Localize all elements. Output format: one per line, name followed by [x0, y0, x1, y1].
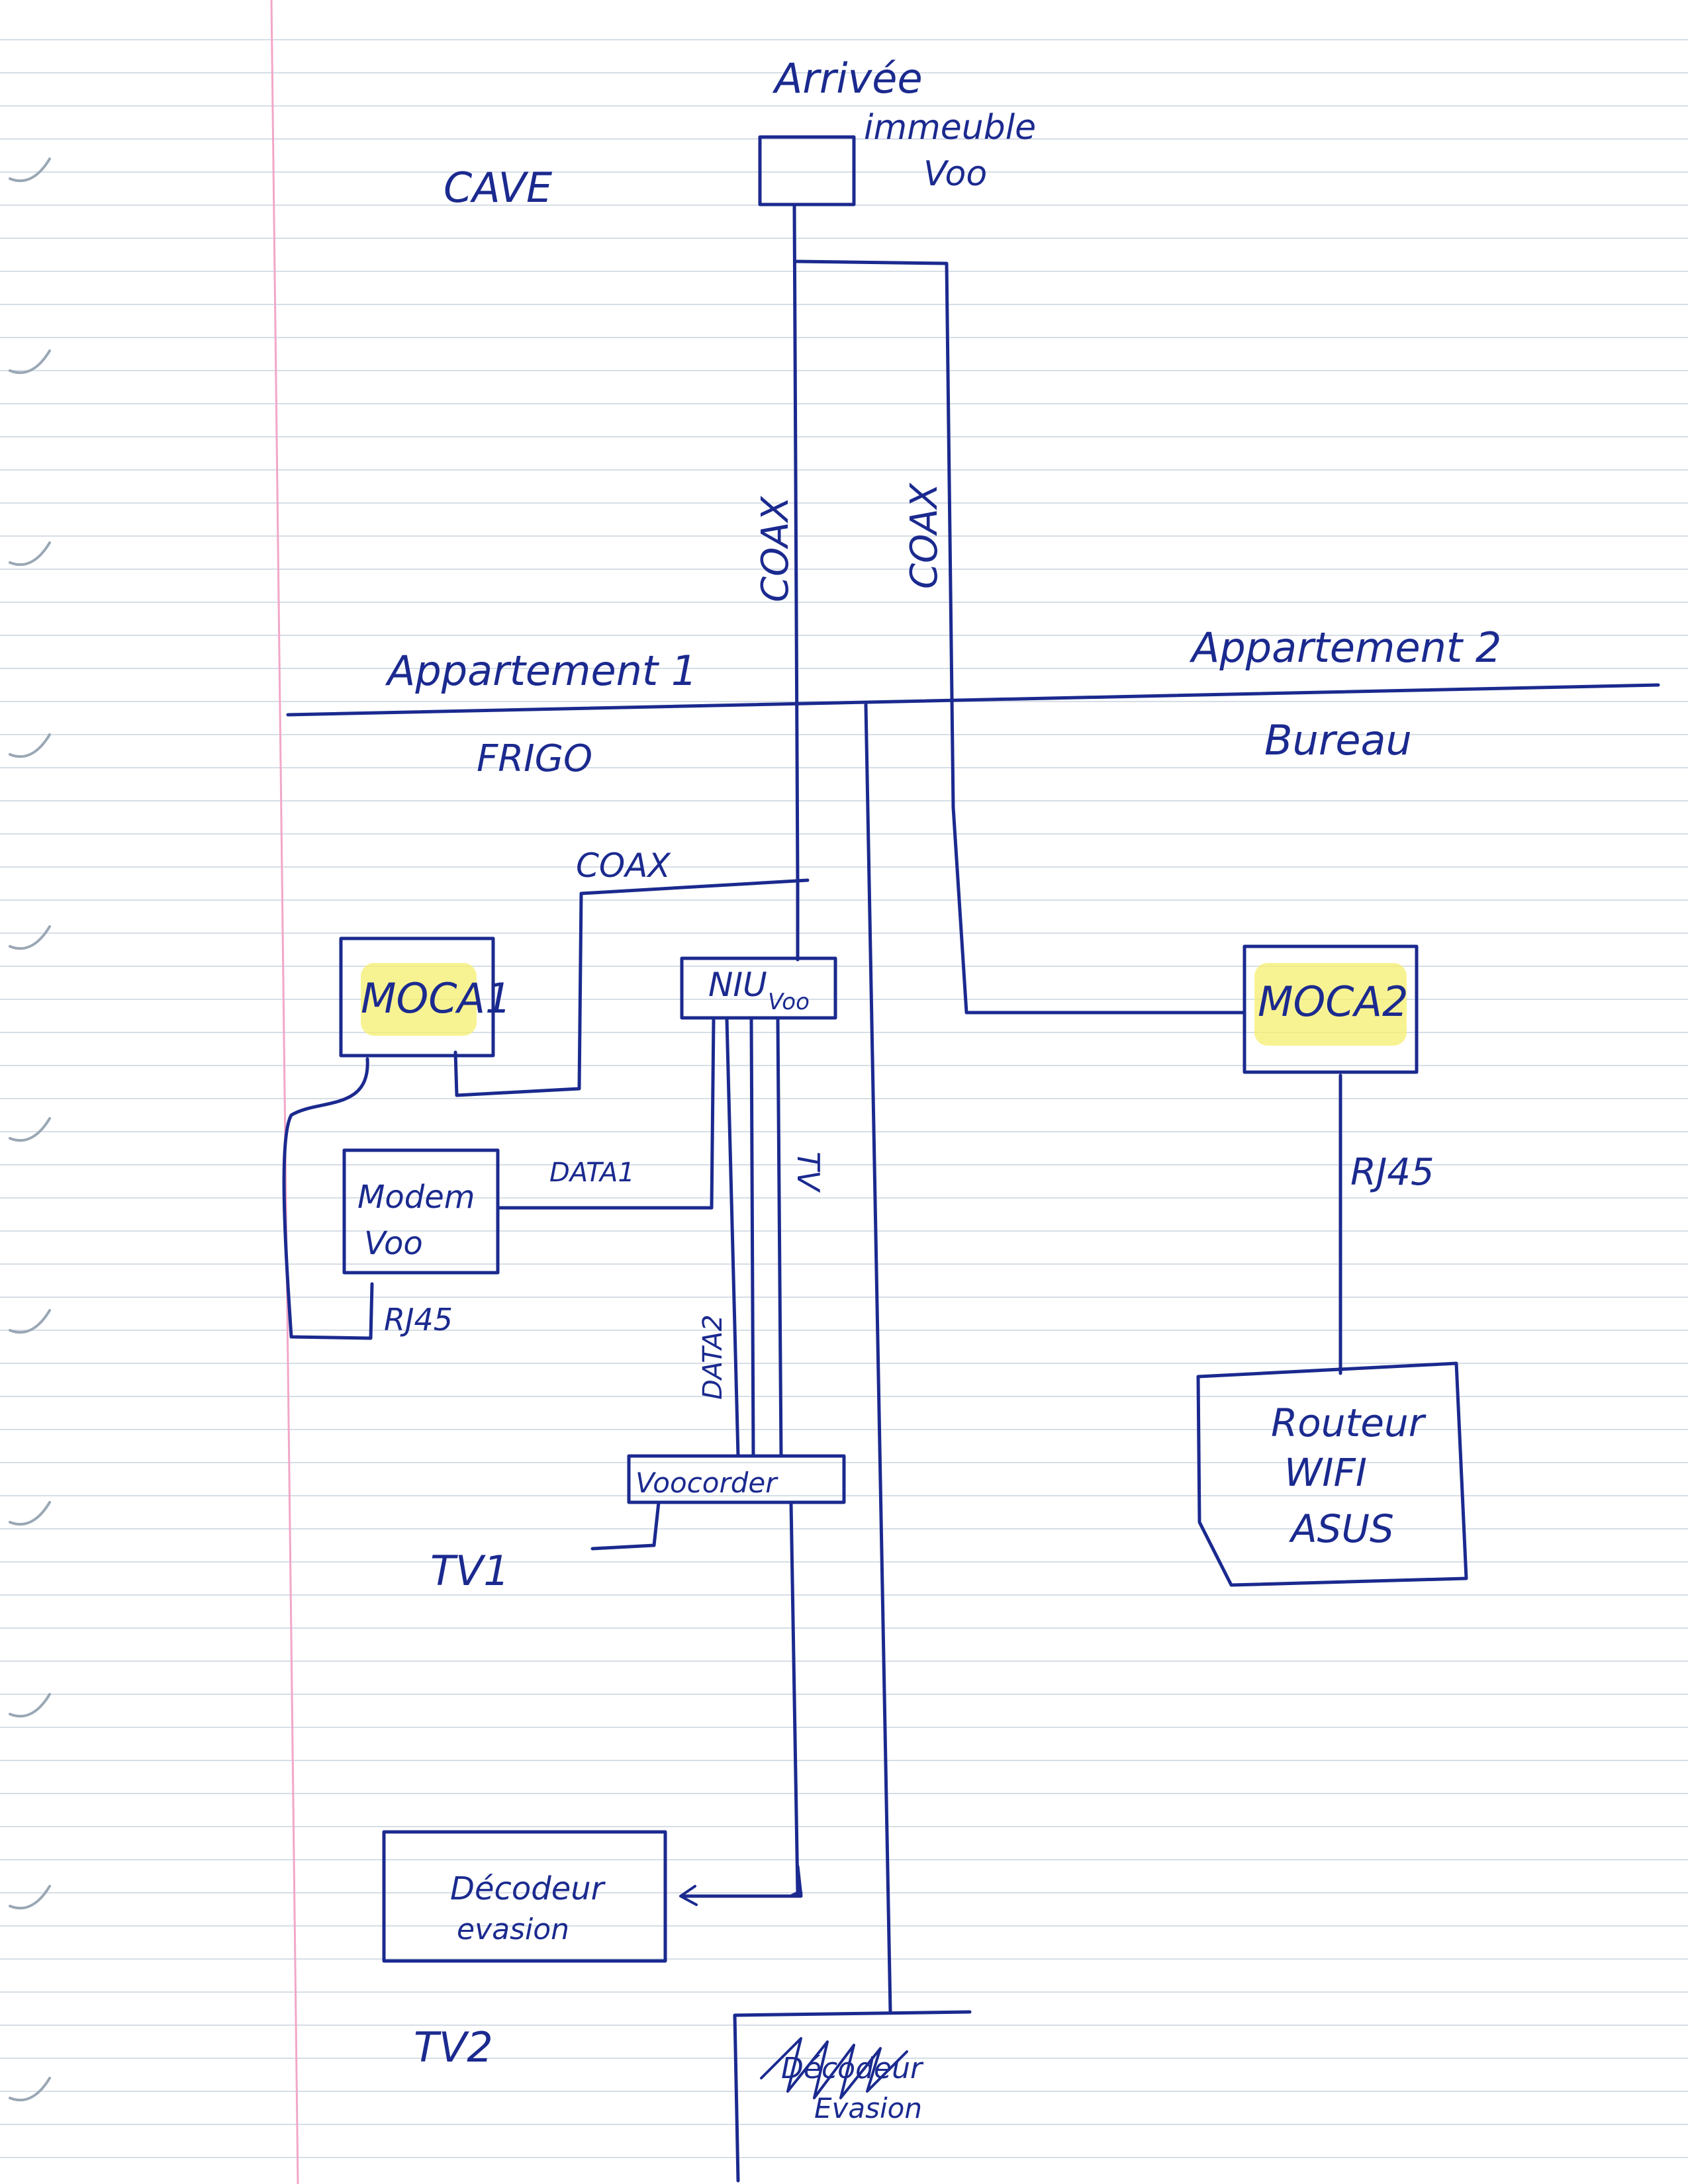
- binder-rings: [9, 158, 51, 2102]
- frigo-label: FRIGO: [477, 737, 592, 780]
- rj45-left-label: RJ45: [384, 1302, 453, 1338]
- bottom-device-box: [733, 2010, 972, 2183]
- wiring: [282, 135, 1660, 2183]
- coax-line-right: [794, 259, 1246, 1015]
- margin-line: [270, 0, 299, 2184]
- decodeur-barre-line2: Evasion: [814, 2092, 922, 2124]
- binder-ring: [9, 349, 51, 375]
- routeur-line3: ASUS: [1288, 1506, 1394, 1551]
- coax-label-left: COAX: [754, 496, 797, 602]
- rj45-right-label: RJ45: [1350, 1151, 1434, 1194]
- routeur-line2: WIFI: [1284, 1450, 1367, 1495]
- voocorder-box: [627, 1454, 846, 1504]
- labels: CAVE Arrivée immeuble Voo COAX COAX Appa…: [357, 54, 1501, 2124]
- decodeur-line1: Décodeur: [450, 1870, 606, 1907]
- cable-to-bottom: [864, 703, 892, 2014]
- data2-cable: [725, 1017, 740, 1458]
- tv-cable-a: [749, 1017, 755, 1458]
- moca2-highlight: [1254, 963, 1407, 1046]
- arrivee-line2: immeuble: [864, 108, 1036, 148]
- binder-ring: [9, 1885, 51, 1910]
- binder-ring: [9, 1693, 51, 1718]
- bureau-label: Bureau: [1264, 716, 1412, 764]
- moca1-label: MOCA1: [361, 974, 511, 1023]
- decodeur-box: [382, 1830, 667, 1963]
- tv1-label: TV1: [430, 1547, 510, 1595]
- coax-line-left: [792, 203, 800, 886]
- niu-line1: NIU: [708, 966, 767, 1004]
- binder-ring: [9, 1501, 51, 1526]
- modem-box: [342, 1148, 500, 1275]
- voocorder-label: Voocorder: [635, 1467, 778, 1499]
- binder-ring: [9, 733, 51, 758]
- binder-ring: [9, 158, 51, 183]
- data1-cable: [498, 1017, 716, 1210]
- voocorder-to-tv1: [590, 1500, 661, 1551]
- binder-ring: [9, 1309, 51, 1334]
- appartement2-label: Appartement 2: [1189, 623, 1501, 672]
- data2-label: DATA2: [698, 1314, 728, 1400]
- niu-box: [680, 956, 837, 1020]
- binder-ring: [9, 541, 51, 567]
- coax-to-moca1: [453, 878, 810, 1097]
- coax-label-right: COAX: [903, 482, 946, 589]
- arrow-head: [679, 1885, 698, 1906]
- tv-label: TV: [790, 1152, 826, 1193]
- arrivee-box: [758, 135, 856, 206]
- moca2-box: [1243, 944, 1419, 1074]
- modem-line2: Voo: [364, 1225, 423, 1262]
- moca2-label: MOCA2: [1258, 978, 1408, 1026]
- moca1-highlight: [361, 963, 477, 1036]
- router-box: [1196, 1361, 1468, 1587]
- decodeur-line2: evasion: [457, 1913, 569, 1946]
- coax-moca1-label: COAX: [576, 846, 671, 885]
- binder-ring: [9, 925, 51, 950]
- cable-to-decodeur: [680, 1864, 803, 1898]
- modem-line1: Modem: [357, 1179, 475, 1216]
- ruled-lines: [0, 39, 1688, 2158]
- strike-scribble: [760, 2037, 908, 2099]
- arrivee-line3: Voo: [923, 154, 987, 194]
- appartement1-label: Appartement 1: [385, 647, 697, 695]
- tv2-label: TV2: [414, 2023, 493, 2071]
- cave-label: CAVE: [444, 163, 553, 212]
- decodeur-barre-line1: Décodeur: [781, 2052, 924, 2085]
- moca1-to-modem-cable: [282, 1057, 374, 1340]
- routeur-line1: Routeur: [1271, 1400, 1427, 1445]
- moca1-box: [339, 936, 495, 1058]
- tv-cable-b: [776, 1017, 783, 1458]
- data1-label: DATA1: [549, 1158, 635, 1188]
- binder-ring: [9, 1117, 51, 1142]
- apartment-divider: [286, 683, 1660, 717]
- niu-line2: Voo: [768, 989, 810, 1015]
- binder-ring: [9, 2077, 51, 2102]
- arrivee-line1: Arrivée: [772, 54, 923, 103]
